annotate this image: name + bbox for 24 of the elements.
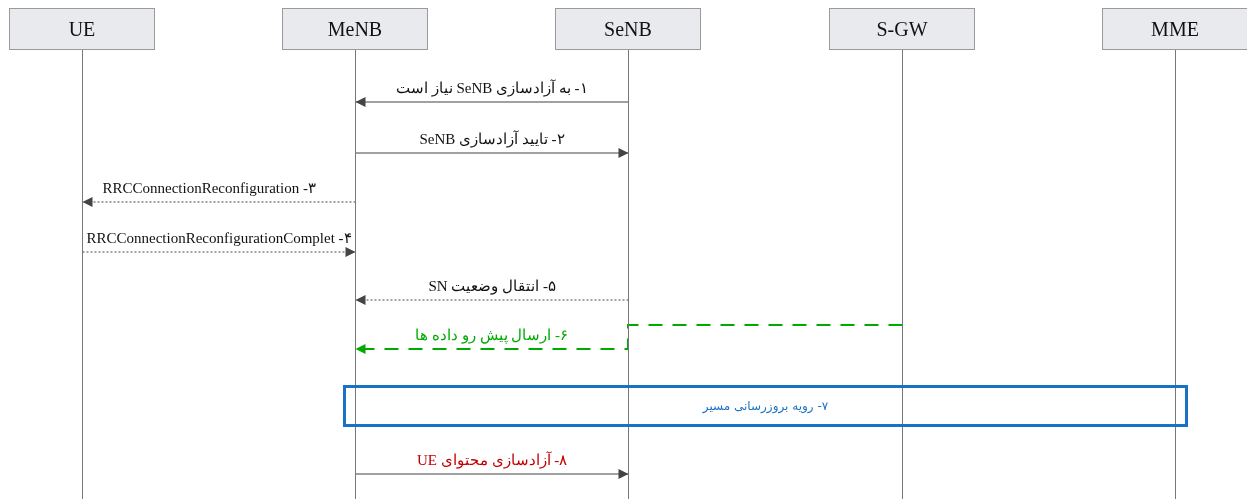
lifeline — [1175, 50, 1176, 499]
message-arrow — [354, 469, 630, 479]
participant-box: S-GW — [829, 8, 975, 50]
lifeline — [82, 50, 83, 499]
edge-label: ۸- آزادسازی محتوای UE — [415, 451, 570, 469]
lifeline — [355, 50, 356, 499]
edge-label: ۶- ارسال پیش رو داده ها — [413, 326, 570, 344]
message-arrow — [354, 295, 630, 305]
lifeline — [628, 50, 629, 499]
participant-box: MeNB — [282, 8, 428, 50]
message-arrow — [354, 324, 904, 354]
participant-box: MME — [1102, 8, 1247, 50]
message-arrow — [354, 148, 630, 158]
edge-label: ۴- RRCConnectionReconfigurationComplet — [84, 229, 354, 247]
message-arrow — [81, 197, 357, 207]
participant-box: SeNB — [555, 8, 701, 50]
edge-label: ۳- RRCConnectionReconfiguration — [100, 179, 318, 197]
message-arrow — [81, 247, 357, 257]
edge-label: ۲- تایید آزادسازی SeNB — [417, 130, 567, 148]
procedure-frame — [343, 385, 1188, 427]
lifeline — [902, 50, 903, 499]
participant-box: UE — [9, 8, 155, 50]
edge-label: ۵- انتقال وضعیت SN — [426, 277, 558, 295]
message-arrow — [354, 97, 630, 107]
